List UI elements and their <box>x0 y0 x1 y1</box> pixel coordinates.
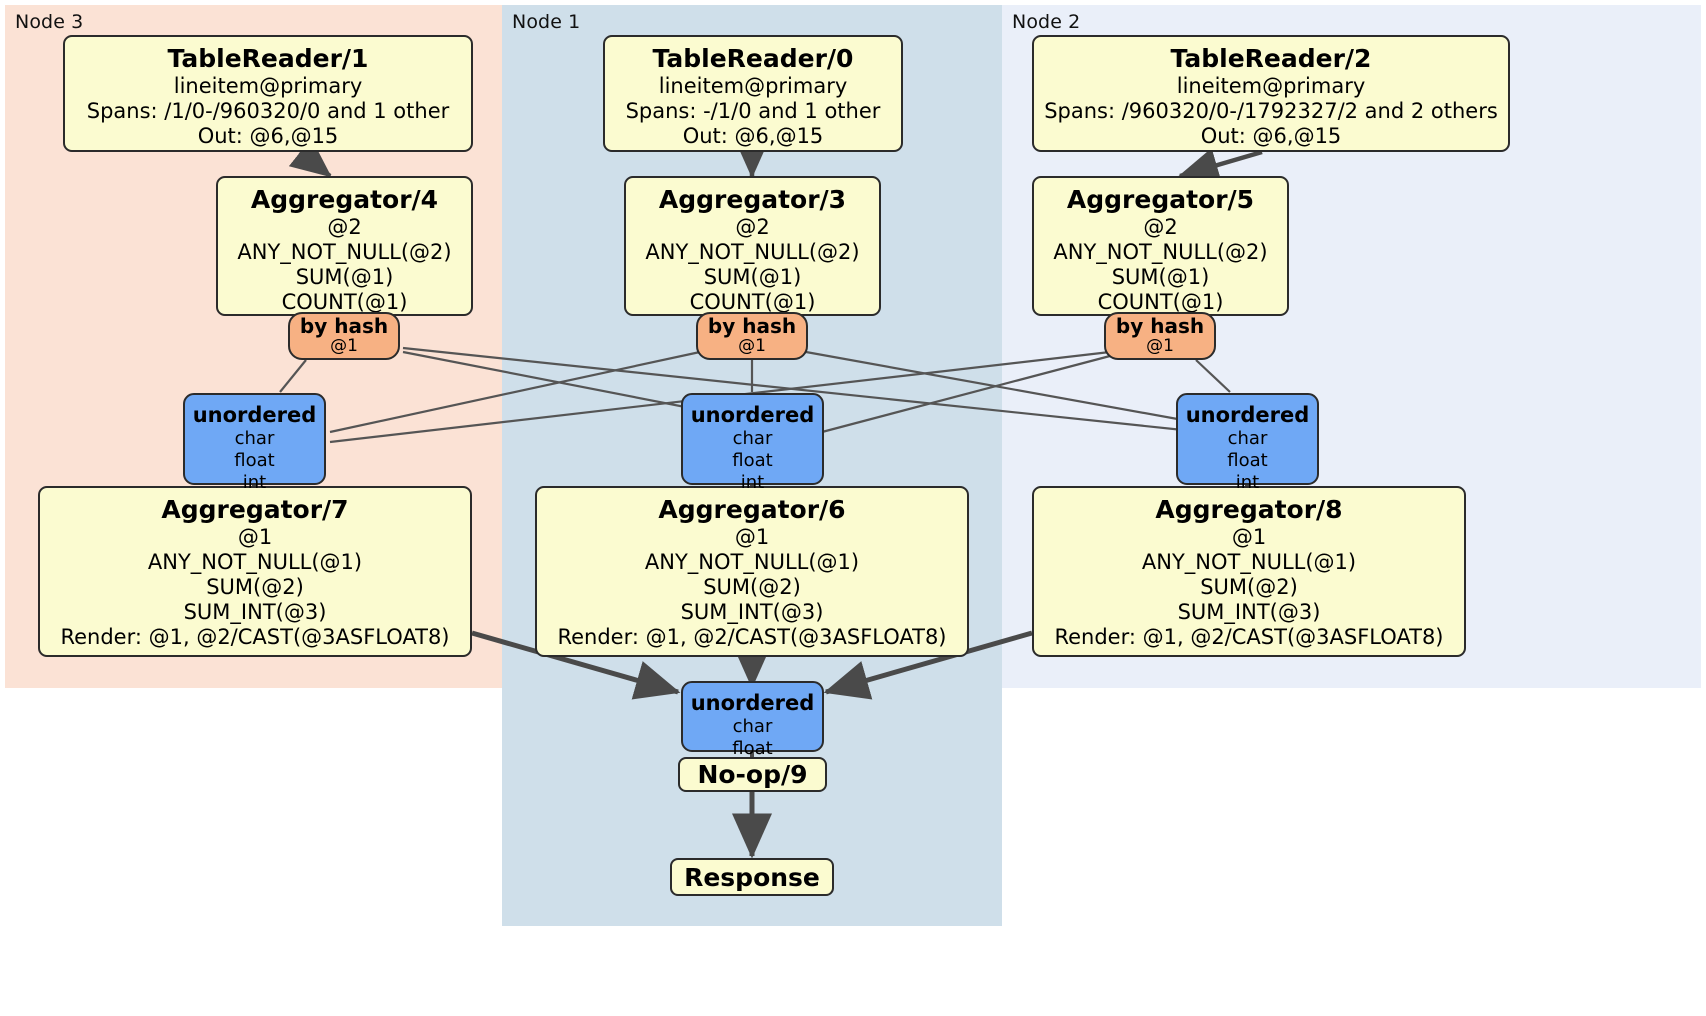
router-type: by hash <box>299 314 389 339</box>
processor-func: SUM(@2) <box>206 574 304 599</box>
processor-func: ANY_NOT_NULL(@2) <box>1053 239 1268 264</box>
router-column: @1 <box>1146 336 1174 357</box>
processor-func: SUM(@1) <box>1111 264 1210 289</box>
processor-render: Render: @1, @2/CAST(@3ASFLOAT8) <box>60 625 450 650</box>
processor-out: Out: @6,@15 <box>682 123 824 148</box>
processor-table: lineitem@primary <box>658 73 848 98</box>
sync-type: unordered <box>1185 403 1310 427</box>
processor-func: ANY_NOT_NULL(@2) <box>237 239 452 264</box>
processor-spans: Spans: /1/0-/960320/0 and 1 other <box>86 98 450 123</box>
sync-type: unordered <box>192 403 317 427</box>
router-type: by hash <box>1115 314 1205 339</box>
synchronizer-unordered-left[interactable]: unordered char float int <box>183 393 326 493</box>
processor-table: lineitem@primary <box>1176 73 1366 98</box>
processor-table-reader-1[interactable]: TableReader/1 lineitem@primary Spans: /1… <box>63 35 473 152</box>
processor-func: COUNT(@1) <box>689 290 816 315</box>
processor-func: SUM(@1) <box>703 264 802 289</box>
router-by-hash-right[interactable]: by hash @1 <box>1104 312 1216 360</box>
processor-group-cols: @1 <box>237 524 273 549</box>
processor-aggregator-8[interactable]: Aggregator/8 @1 ANY_NOT_NULL(@1) SUM(@2)… <box>1032 486 1466 657</box>
processor-group-cols: @2 <box>327 214 362 239</box>
sync-column-type: char <box>234 427 275 449</box>
processor-table-reader-2[interactable]: TableReader/2 lineitem@primary Spans: /9… <box>1032 35 1510 152</box>
processor-title: Aggregator/3 <box>658 185 847 214</box>
processor-out: Out: @6,@15 <box>1200 123 1342 148</box>
sync-column-type: float <box>234 449 275 471</box>
processor-title: Aggregator/6 <box>658 495 846 524</box>
sync-type: unordered <box>690 403 815 427</box>
processor-aggregator-4[interactable]: Aggregator/4 @2 ANY_NOT_NULL(@2) SUM(@1)… <box>216 176 473 316</box>
router-column: @1 <box>330 336 358 357</box>
processor-func: COUNT(@1) <box>1097 290 1224 315</box>
sync-column-type: int <box>242 471 267 493</box>
processor-func: SUM_INT(@3) <box>183 600 327 625</box>
processor-aggregator-3[interactable]: Aggregator/3 @2 ANY_NOT_NULL(@2) SUM(@1)… <box>624 176 881 316</box>
sync-column-type: char <box>1227 427 1268 449</box>
processor-spans: Spans: /960320/0-/1792327/2 and 2 others <box>1044 98 1498 123</box>
processor-group-cols: @2 <box>735 214 770 239</box>
router-type: by hash <box>707 314 797 339</box>
processor-func: SUM(@1) <box>295 264 394 289</box>
processor-render: Render: @1, @2/CAST(@3ASFLOAT8) <box>557 625 947 650</box>
synchronizer-unordered-center[interactable]: unordered char float int <box>681 393 824 493</box>
processor-spans: Spans: -/1/0 and 1 other <box>625 98 881 123</box>
processor-func: SUM_INT(@3) <box>680 600 824 625</box>
synchronizer-unordered-right[interactable]: unordered char float int <box>1176 393 1319 493</box>
processor-title: Aggregator/5 <box>1066 185 1255 214</box>
sync-column-type: char <box>732 427 773 449</box>
processor-render: Render: @1, @2/CAST(@3ASFLOAT8) <box>1054 625 1444 650</box>
processor-table-reader-0[interactable]: TableReader/0 lineitem@primary Spans: -/… <box>603 35 903 152</box>
processor-title: Aggregator/4 <box>250 185 439 214</box>
processor-title: Aggregator/8 <box>1155 495 1343 524</box>
processor-title: TableReader/0 <box>652 44 854 73</box>
response-label: Response <box>684 862 820 892</box>
no-op-label: No-op/9 <box>697 760 808 789</box>
synchronizer-unordered-final[interactable]: unordered char float <box>681 681 824 759</box>
processor-func: ANY_NOT_NULL(@1) <box>644 549 860 574</box>
processor-title: TableReader/1 <box>167 44 369 73</box>
processor-out: Out: @6,@15 <box>197 123 339 148</box>
region-node-2-label: Node 2 <box>1012 11 1081 33</box>
sync-column-type: float <box>732 737 773 759</box>
processor-group-cols: @1 <box>734 524 770 549</box>
region-node-1-label: Node 1 <box>512 11 581 33</box>
processor-table: lineitem@primary <box>173 73 363 98</box>
sync-column-type: int <box>1235 471 1260 493</box>
router-by-hash-center[interactable]: by hash @1 <box>696 312 808 360</box>
processor-response[interactable]: Response <box>670 858 834 896</box>
region-node-3-label: Node 3 <box>15 11 84 33</box>
sync-column-type: int <box>740 471 765 493</box>
processor-aggregator-7[interactable]: Aggregator/7 @1 ANY_NOT_NULL(@1) SUM(@2)… <box>38 486 472 657</box>
sync-type: unordered <box>690 691 815 715</box>
router-column: @1 <box>738 336 766 357</box>
sync-column-type: float <box>1227 449 1268 471</box>
sync-column-type: float <box>732 449 773 471</box>
processor-func: COUNT(@1) <box>281 290 408 315</box>
processor-group-cols: @1 <box>1231 524 1267 549</box>
processor-group-cols: @2 <box>1143 214 1178 239</box>
processor-func: SUM_INT(@3) <box>1177 600 1321 625</box>
processor-func: ANY_NOT_NULL(@1) <box>1141 549 1357 574</box>
processor-func: SUM(@2) <box>1200 574 1298 599</box>
processor-func: SUM(@2) <box>703 574 801 599</box>
processor-func: ANY_NOT_NULL(@2) <box>645 239 860 264</box>
sync-column-type: char <box>732 715 773 737</box>
router-by-hash-left[interactable]: by hash @1 <box>288 312 400 360</box>
processor-aggregator-6[interactable]: Aggregator/6 @1 ANY_NOT_NULL(@1) SUM(@2)… <box>535 486 969 657</box>
processor-title: TableReader/2 <box>1170 44 1372 73</box>
processor-func: ANY_NOT_NULL(@1) <box>147 549 363 574</box>
processor-no-op-9[interactable]: No-op/9 <box>678 757 827 792</box>
processor-aggregator-5[interactable]: Aggregator/5 @2 ANY_NOT_NULL(@2) SUM(@1)… <box>1032 176 1289 316</box>
processor-title: Aggregator/7 <box>161 495 349 524</box>
